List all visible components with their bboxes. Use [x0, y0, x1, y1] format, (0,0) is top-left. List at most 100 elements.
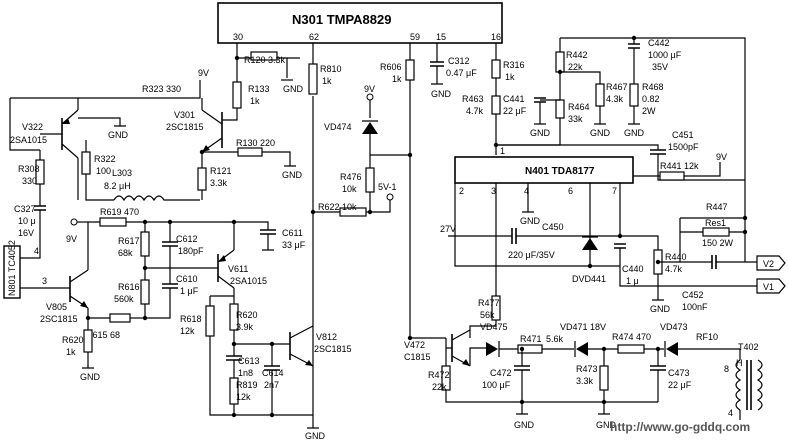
- resistor-res1: [702, 227, 730, 237]
- label-v805: V805: [46, 302, 67, 312]
- gnd-r440: GND: [650, 304, 671, 314]
- label-r616: R616: [118, 282, 140, 292]
- resistor-r617: [140, 231, 150, 257]
- value-r617: 68k: [118, 248, 133, 258]
- watermark-url: http://www.go-gddq.com: [610, 420, 750, 434]
- pin-n401-4: 4: [524, 186, 529, 196]
- junction-dots: [85, 35, 748, 418]
- value-r477: 56k: [480, 310, 495, 320]
- value-c452: 100nF: [682, 302, 708, 312]
- label-vd471: VD471 18V: [560, 322, 606, 332]
- label-rf10: RF10: [696, 332, 718, 342]
- resistor-r464: [555, 99, 565, 119]
- value-r440: 4.7k: [665, 264, 683, 274]
- resistor-r810: [308, 63, 318, 95]
- label-c473: C473: [668, 368, 690, 378]
- type-v322: 2SA1015: [10, 135, 47, 145]
- type-v805: 2SC1815: [40, 314, 78, 324]
- pin-t402-4: 4: [728, 408, 733, 418]
- transistor-v805: [69, 269, 89, 309]
- pin-16: 16: [491, 32, 501, 42]
- pin-62: 62: [309, 32, 319, 42]
- type-v301: 2SC1815: [166, 122, 204, 132]
- supply-9v-r441: 9V: [716, 152, 727, 162]
- value2-r468: 2W: [642, 106, 656, 116]
- label-r477: R477: [478, 298, 500, 308]
- gnd-r473: GND: [596, 420, 617, 430]
- value-c610: 1 μF: [180, 286, 199, 296]
- diode-vd474: [362, 122, 378, 134]
- gnd-c441: GND: [530, 128, 551, 138]
- svg-text:V2: V2: [763, 259, 774, 269]
- value-c612: 180pF: [178, 246, 204, 256]
- label-c441: C441: [503, 94, 525, 104]
- value-r316: 1k: [505, 72, 515, 82]
- label-r323: R323 330: [142, 84, 181, 94]
- label-r441: R441 12k: [660, 161, 699, 171]
- output-v1: V1: [756, 278, 786, 294]
- value-c451: 1500pF: [668, 142, 699, 152]
- pin-n401-7: 7: [612, 186, 617, 196]
- label-r471: R471: [520, 334, 542, 344]
- resistor-r121: [197, 167, 207, 191]
- label-r473: R473: [576, 364, 598, 374]
- type-v812: 2SC1815: [314, 344, 352, 354]
- label-c611: C611: [282, 228, 303, 238]
- svg-text:V1: V1: [763, 282, 774, 292]
- value-c441: 22 μF: [503, 106, 527, 116]
- label-r463: R463: [462, 94, 484, 104]
- label-v611: V611: [228, 264, 248, 274]
- label-r440: R440: [665, 252, 687, 262]
- label-r474: R474 470: [612, 332, 651, 342]
- value-r620b: 3.9k: [236, 322, 254, 332]
- label-l303: L303: [112, 168, 132, 178]
- ic-n401: N401 TDA8177 1 2 3 4 6 7: [454, 146, 634, 196]
- value-c312: 0.47 μF: [446, 68, 477, 78]
- label-r308: R308: [18, 164, 40, 174]
- value-c613: 1n8: [238, 368, 253, 378]
- value-c440: 1 μ: [626, 276, 639, 286]
- gnd-n401: GND: [520, 216, 541, 226]
- label-r606: R606: [380, 62, 402, 72]
- value-c473: 22 μF: [668, 380, 692, 390]
- value-r620a: 1k: [66, 347, 76, 357]
- label-t402: T402: [738, 342, 759, 352]
- gnd-r130: GND: [282, 170, 303, 180]
- label-c312: C312: [448, 56, 470, 66]
- resistor-r476: [365, 167, 375, 193]
- type-v472: C1815: [404, 352, 431, 362]
- resistor-r618: [205, 305, 215, 337]
- label-r120: R120 3.3k: [244, 55, 286, 65]
- value-r471: 5.6k: [546, 334, 564, 344]
- label-r617: R617: [118, 236, 140, 246]
- gnd-c312: GND: [431, 89, 452, 99]
- value-r464: 33k: [568, 114, 583, 124]
- output-v2: V2: [756, 255, 786, 271]
- label-r472: R472: [428, 370, 450, 380]
- value-res1: 150 2W: [702, 238, 734, 248]
- ic-n301: N301 TMPA8829 30 62 59 15 16: [217, 2, 503, 44]
- value-r463: 4.7k: [466, 106, 484, 116]
- value-r442: 22k: [568, 62, 583, 72]
- label-c327: C327: [14, 204, 36, 214]
- pin-n801-3: 3: [42, 276, 47, 286]
- value-r322: 100: [96, 166, 111, 176]
- label-c612: C612: [176, 234, 198, 244]
- value-r133: 1k: [250, 96, 260, 106]
- type-v611: 2SA1015: [230, 276, 267, 286]
- value2-c327: 16V: [18, 228, 34, 238]
- resistor-r467: [595, 83, 605, 107]
- label-r133: R133: [248, 84, 270, 94]
- label-r810: R810: [320, 64, 342, 74]
- resistor-r441: [659, 171, 685, 181]
- value-c442: 1000 μF: [648, 50, 682, 60]
- gnd-v322: GND: [108, 130, 129, 140]
- value-c450: 220 μF/35V: [508, 250, 555, 260]
- value-r819: 12k: [236, 392, 251, 402]
- transistor-v611: [217, 249, 235, 289]
- pin-n401-6: 6: [568, 186, 573, 196]
- label-res1: Res1: [705, 218, 726, 228]
- label-dvd441: DVD441: [572, 274, 606, 284]
- resistor-r468: [629, 83, 639, 107]
